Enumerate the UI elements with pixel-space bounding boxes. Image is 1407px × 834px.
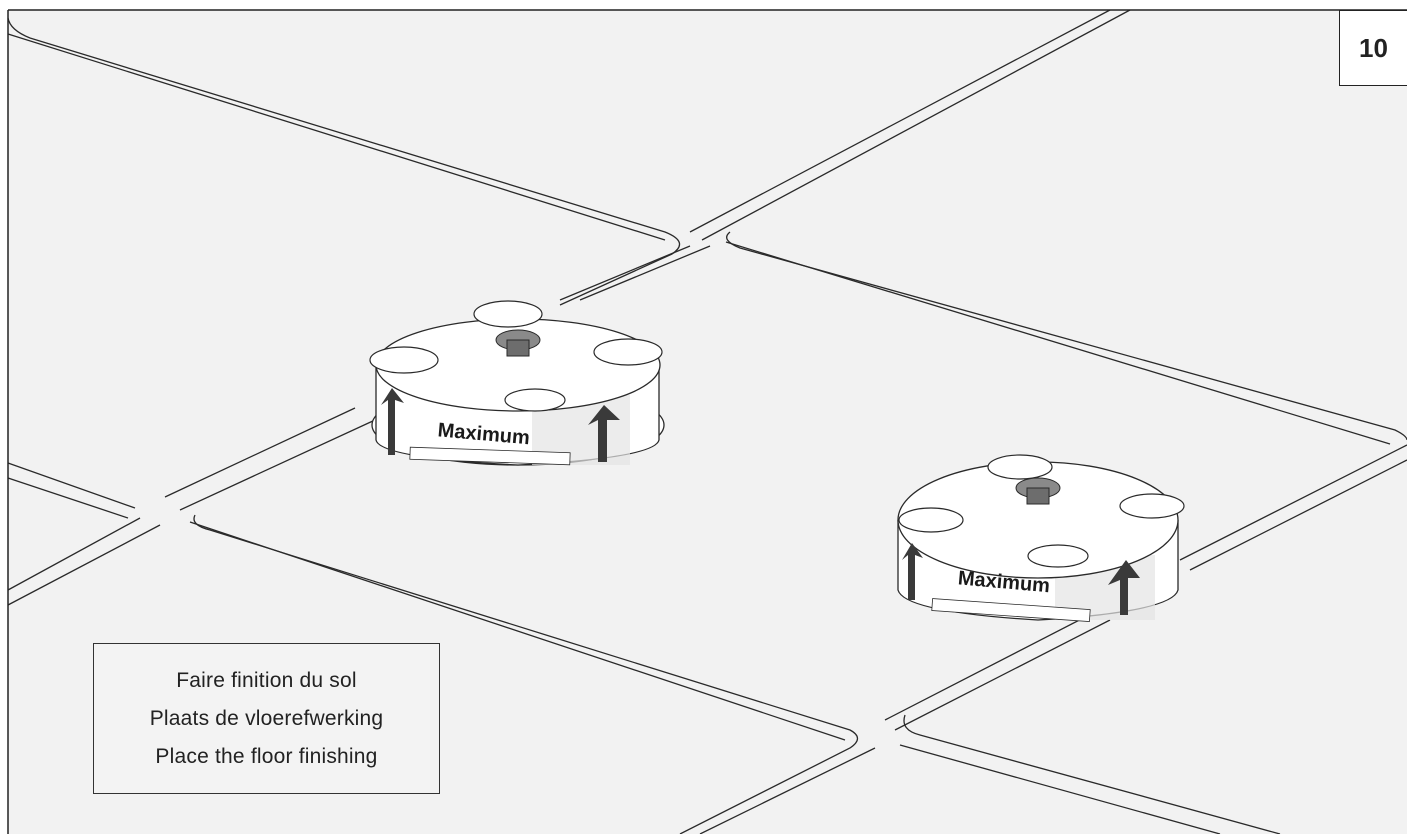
caption-dutch: Plaats de vloerefwerking (149, 706, 384, 730)
arrow-up-icon (381, 388, 404, 455)
leveler-disk-2: Maximum (897, 454, 1185, 622)
step-number-text: 10 (1359, 32, 1388, 63)
instruction-caption: Faire finition du sol Plaats de vloerefw… (93, 643, 440, 794)
step-number: 10 (1339, 10, 1407, 86)
tile-joints (7, 9, 1407, 834)
arrow-up-icon (902, 543, 923, 600)
caption-french: Faire finition du sol (176, 668, 357, 692)
caption-english: Place the floor finishing (155, 744, 378, 768)
arrow-up-icon (588, 405, 620, 462)
leveler-disk-1: Maximum (369, 300, 665, 466)
arrow-up-icon (1108, 560, 1140, 615)
